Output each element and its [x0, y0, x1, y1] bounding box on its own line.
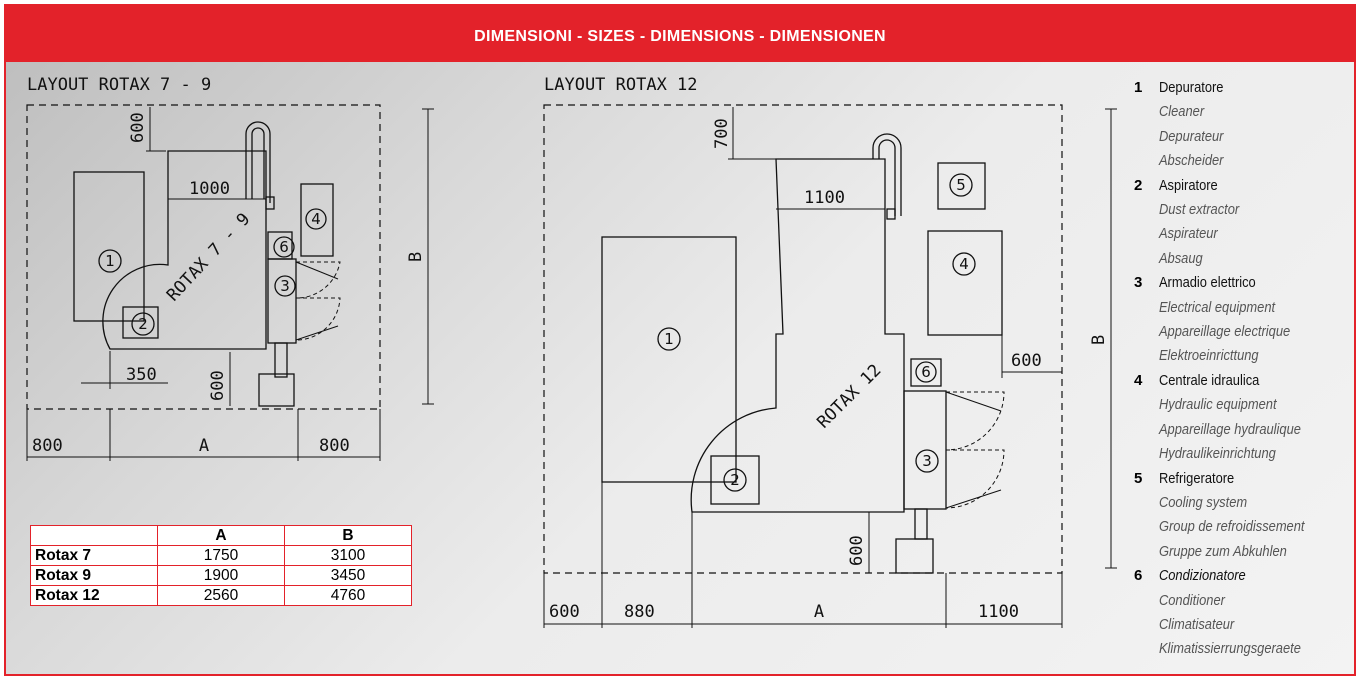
dim-top-gap: 700: [712, 118, 732, 149]
dim-left-offset: 880: [624, 602, 655, 622]
svg-text:4: 4: [311, 210, 321, 228]
legend-item-cleaner: 1 Depuratore Cleaner Depurateur Abscheid…: [1134, 79, 1224, 170]
callout-2: 2: [723, 468, 747, 492]
machine-label: ROTAX 7 - 9: [163, 209, 254, 305]
layout-title: LAYOUT ROTAX 12: [544, 75, 698, 95]
callout-3: 3: [274, 275, 296, 297]
legend-item-electrical: 3 Armadio elettrico Electrical equipment…: [1134, 274, 1291, 365]
machine-body: [690, 158, 905, 513]
callout-6: 6: [915, 361, 937, 383]
callout-3: 3: [915, 449, 939, 473]
dim-width: A: [814, 602, 824, 622]
dim-bottom-gap: 600: [847, 535, 867, 566]
callout-1: 1: [98, 249, 122, 273]
dim-left-margin: 600: [549, 602, 580, 622]
component-cleaner-box: [73, 171, 145, 322]
component-hydraulic-box: [927, 230, 1003, 336]
callout-1: 1: [657, 327, 681, 351]
dim-width-top: 1100: [804, 188, 845, 208]
table-row: Rotax 7 1750 3100: [30, 545, 412, 566]
layout-rotax-7-9: LAYOUT ROTAX 7 - 9: [26, 75, 434, 461]
pedestal-box: [895, 538, 934, 574]
table-header-row: A B: [30, 525, 412, 546]
sizes-table: A B Rotax 7 1750 3100 Rotax 9 1900 3450 …: [30, 525, 412, 606]
legend-item-dust-extractor: 2 Aspiratore Dust extractor Aspirateur A…: [1134, 176, 1240, 267]
component-cleaner-box: [601, 236, 737, 483]
callout-6: 6: [273, 236, 295, 258]
callout-5: 5: [949, 173, 973, 197]
page-header: DIMENSIONI - SIZES - DIMENSIONS - DIMENS…: [6, 6, 1354, 62]
envelope-outline: [26, 104, 381, 410]
dim-width: A: [199, 436, 209, 456]
svg-text:1: 1: [664, 330, 674, 348]
legend-item-cooling: 5 Refrigeratore Cooling system Group de …: [1134, 469, 1305, 560]
machine-body: [102, 150, 267, 350]
svg-text:3: 3: [922, 452, 932, 470]
svg-text:2: 2: [138, 315, 148, 333]
svg-text:1: 1: [105, 252, 115, 270]
dim-bottom-gap: 600: [208, 370, 228, 401]
layout-title: LAYOUT ROTAX 7 - 9: [27, 75, 211, 95]
callout-2: 2: [131, 312, 155, 336]
envelope-outline: [543, 104, 1063, 574]
svg-text:6: 6: [279, 238, 289, 256]
table-row: Rotax 12 2560 4760: [30, 585, 412, 606]
callout-4: 4: [952, 252, 976, 276]
component-hydraulic-box: [300, 183, 334, 257]
dim-depth: B: [1089, 335, 1109, 345]
svg-text:3: 3: [280, 277, 290, 295]
callout-4: 4: [305, 208, 327, 230]
dim-left-margin: 800: [32, 436, 63, 456]
dim-width-top: 1000: [189, 179, 230, 199]
document-frame: DIMENSIONI - SIZES - DIMENSIONS - DIMENS…: [4, 4, 1356, 676]
legend-item-conditioner: 6 Condizionatore Conditioner Climatisate…: [1134, 567, 1301, 658]
layout-rotax-12: LAYOUT ROTAX 12: [543, 75, 1117, 628]
exhaust-tube-inner: [251, 127, 265, 199]
svg-text:4: 4: [959, 255, 969, 273]
dim-depth: B: [406, 252, 426, 262]
exhaust-tube-inner: [878, 139, 896, 216]
pedestal-box: [258, 373, 295, 407]
dim-side-gap: 600: [1011, 351, 1042, 371]
machine-label: ROTAX 12: [813, 360, 885, 432]
dim-right-margin: 800: [319, 436, 350, 456]
component-electrical-box: [267, 258, 297, 344]
exhaust-tube: [872, 133, 902, 216]
component-legend: 1 Depuratore Cleaner Depurateur Abscheid…: [1134, 76, 1354, 662]
svg-text:6: 6: [921, 363, 931, 381]
svg-text:2: 2: [730, 471, 740, 489]
dim-right-margin: 1100: [978, 602, 1019, 622]
component-conditioner-box: [910, 358, 942, 387]
table-row: Rotax 9 1900 3450: [30, 565, 412, 586]
component-cooling-box: [937, 162, 986, 210]
component-dust-extractor-box: [122, 306, 159, 339]
exhaust-tube: [245, 121, 271, 203]
dim-top-gap: 600: [128, 112, 148, 143]
legend-item-hydraulic: 4 Centrale idraulica Hydraulic equipment…: [1134, 371, 1301, 463]
svg-text:5: 5: [956, 176, 966, 194]
layout-drawings: LAYOUT ROTAX 7 - 9: [26, 75, 1117, 628]
component-dust-extractor-box: [710, 455, 760, 505]
dim-corner-offset: 350: [126, 365, 157, 385]
